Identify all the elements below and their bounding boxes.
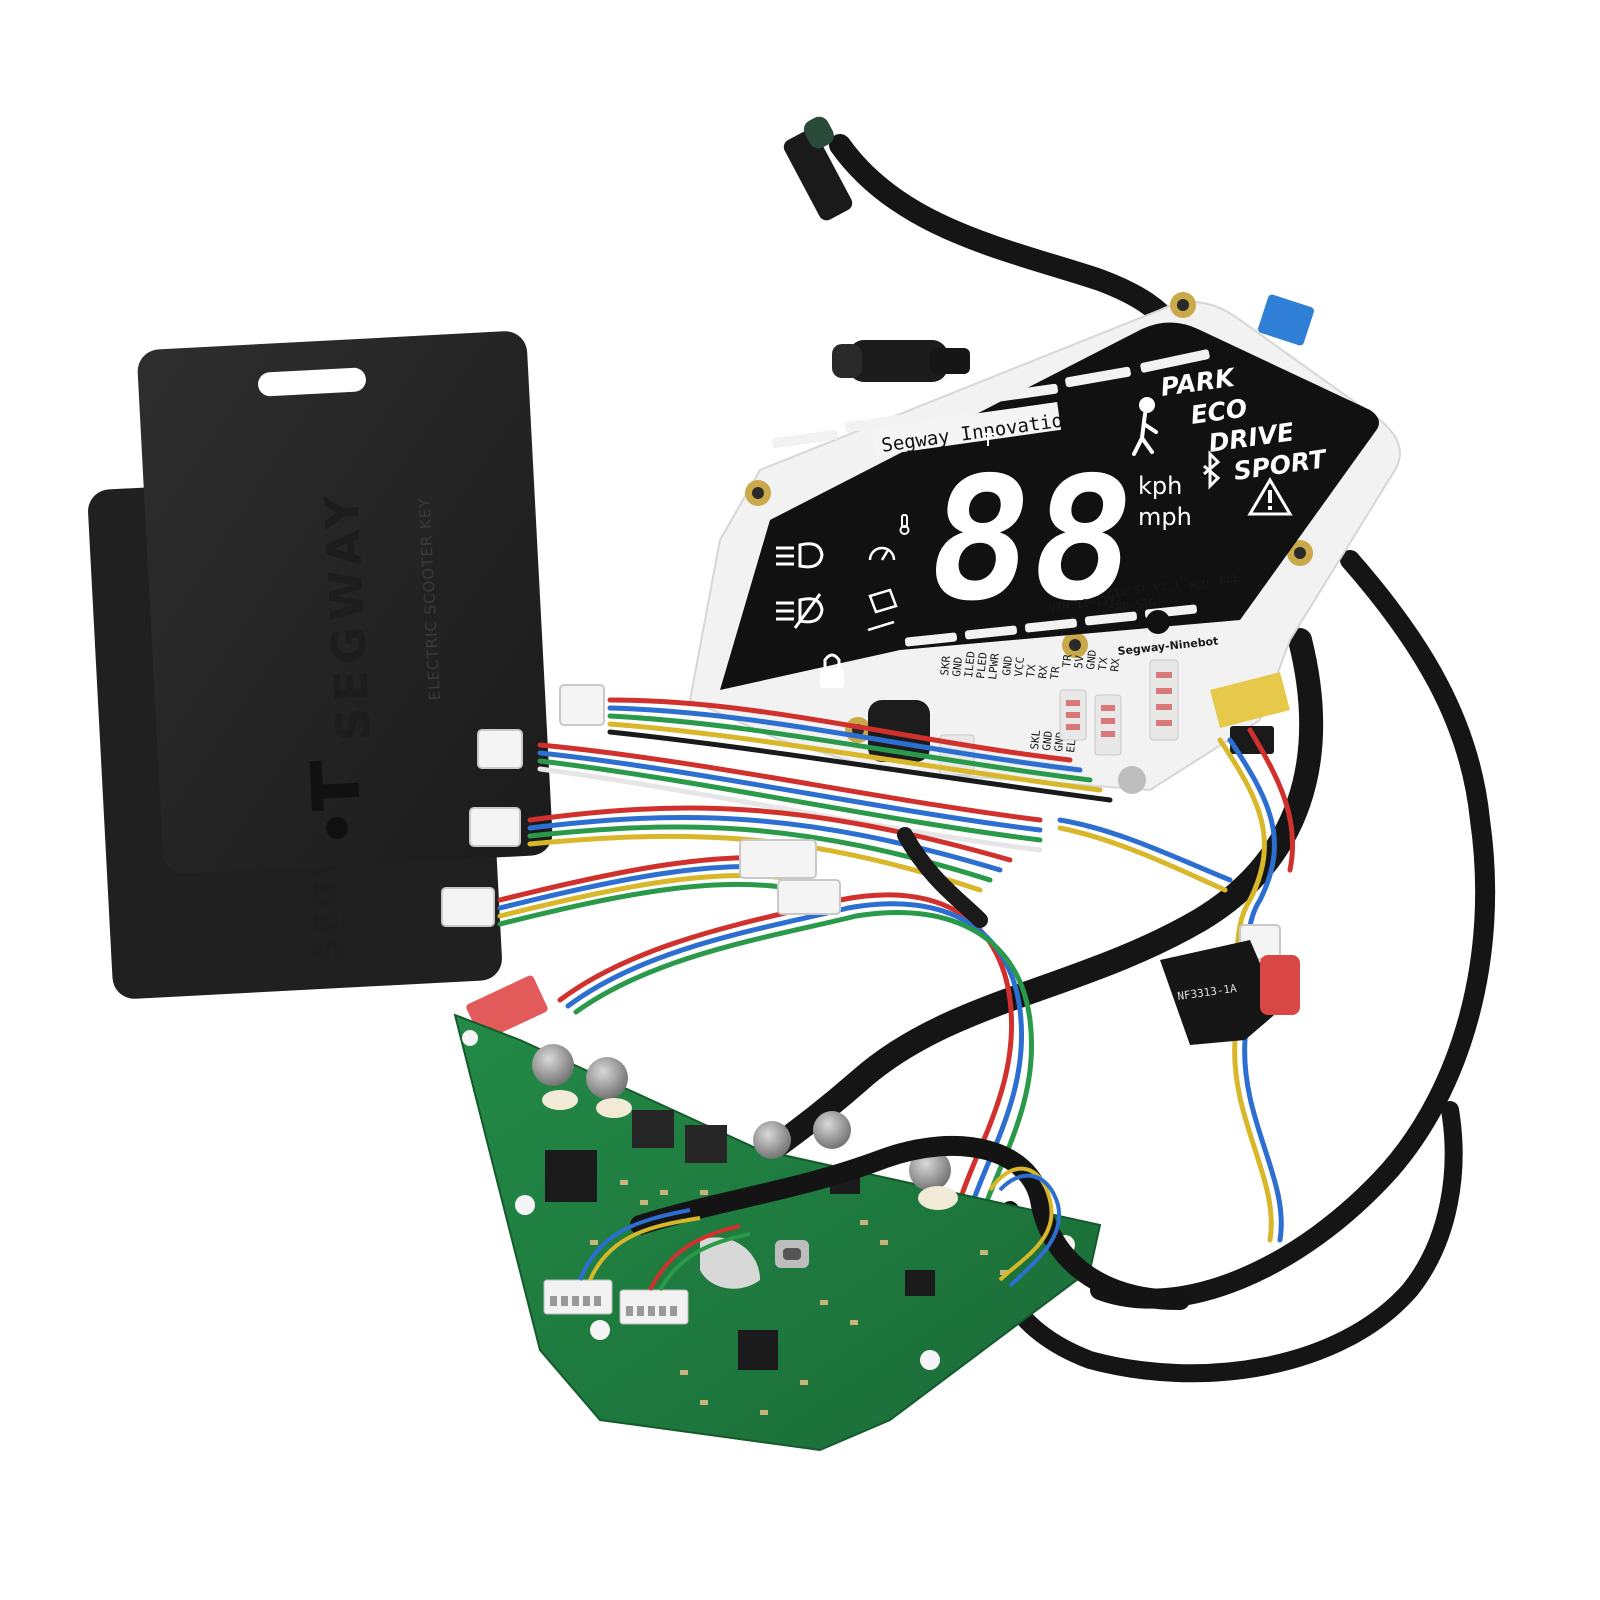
bluetooth-icon <box>1203 450 1221 490</box>
top-cable-connector <box>783 116 853 221</box>
svg-text:SKR: SKR <box>938 655 953 676</box>
svg-text:TX: TX <box>1024 663 1038 678</box>
svg-text:VCC: VCC <box>1012 656 1027 677</box>
svg-text:SKL: SKL <box>1028 729 1043 750</box>
svg-text:ILED: ILED <box>962 651 978 679</box>
svg-text:5V: 5V <box>1072 654 1086 669</box>
silk-ble: BLE <box>1219 571 1240 587</box>
silk-snd: SND:SIG <box>1109 596 1157 615</box>
svg-text:GND: GND <box>950 656 965 677</box>
svg-text:GND: GND <box>1000 655 1015 676</box>
inductor <box>632 1110 674 1148</box>
front-cable <box>630 1135 1190 1310</box>
thermometer-icon <box>899 514 910 535</box>
hall-sensor: NF3313-1A <box>1160 940 1300 1045</box>
svg-text:GND: GND <box>1040 730 1055 751</box>
red-connector <box>466 975 548 1041</box>
wire-bundles <box>497 697 1296 1323</box>
side-cable-connector <box>832 340 970 382</box>
svg-text:LPWR: LPWR <box>986 652 1002 680</box>
usb-icon <box>982 428 994 446</box>
pin-labels-left: SKR GND ILED PLED LPWR <box>938 651 1002 681</box>
lcd-screen <box>720 322 1379 690</box>
card-brand: SEGWAY <box>314 488 381 742</box>
lock-icon <box>820 653 844 688</box>
silk-mcu: MCU <box>1189 577 1210 593</box>
svg-text:GND: GND <box>1084 649 1099 670</box>
board-cutout <box>700 1237 760 1289</box>
heat-shrink-sleeve <box>897 827 988 928</box>
key-card-front: SEGWAY ELECTRIC SCOOTER KEY <box>137 331 553 874</box>
battery-bar-segments <box>772 349 1210 449</box>
controller-board <box>453 1013 1102 1452</box>
mcu-chip <box>545 1150 597 1202</box>
black-connector <box>1230 726 1274 754</box>
warning-icon <box>1247 477 1293 516</box>
blue-tab <box>1258 294 1314 346</box>
svg-text:RX: RX <box>1108 657 1122 672</box>
ble-chip <box>738 1330 778 1370</box>
ninebot-logo-icon <box>1146 610 1170 634</box>
speed-digits: 88 <box>915 441 1148 639</box>
connector-pins <box>1066 672 1172 737</box>
card-lanyard-slot <box>258 367 366 397</box>
segway-logo-icon <box>309 760 360 839</box>
svg-text:TR: TR <box>1060 653 1074 668</box>
svg-text:RX: RX <box>1036 664 1050 679</box>
unit-kph: kph <box>1138 472 1182 500</box>
dashboard-display-unit: Segway_Innovation 88 kph mph PARK ECO DR… <box>688 292 1401 794</box>
pin-labels-mid: GND VCC TX RX TR <box>1000 655 1062 680</box>
speedometer-icon <box>868 546 896 561</box>
smd-components <box>590 1180 1008 1415</box>
headlight-off-icon <box>776 593 824 629</box>
pin-labels-right: TR 5V GND TX RX <box>1060 649 1122 672</box>
svg-text:TX: TX <box>1096 656 1110 671</box>
svg-text:TR: TR <box>1048 665 1062 680</box>
svg-text:PLED: PLED <box>974 652 990 680</box>
headlight-icon <box>776 542 824 569</box>
capacitors <box>532 1044 958 1210</box>
cruise-icon <box>867 588 898 632</box>
board-wires <box>578 1166 1062 1291</box>
gold-pad <box>1210 672 1290 728</box>
screw-pad <box>1118 766 1146 794</box>
walk-mode-icon <box>1132 397 1158 456</box>
unit-mph: mph <box>1138 503 1192 531</box>
